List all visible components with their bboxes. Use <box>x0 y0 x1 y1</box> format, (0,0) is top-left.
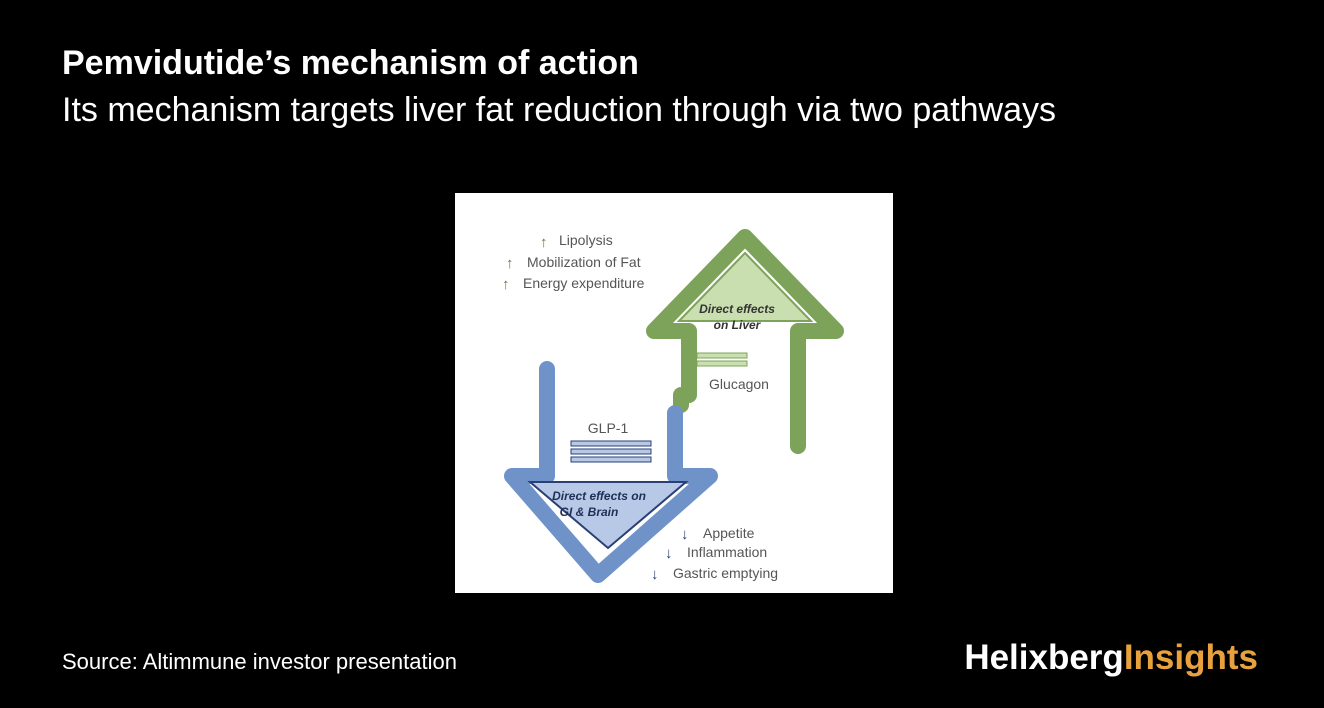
liver-box-line1: Direct effects <box>699 302 775 316</box>
gi-effect-down-icon-1: ↓ <box>681 526 689 543</box>
liver-effect-up-icon-1: ↑ <box>540 234 548 251</box>
brand-logo-part2: Insights <box>1123 638 1258 677</box>
liver-effect-2: Mobilization of Fat <box>527 254 641 270</box>
gi-down-arrow <box>504 361 718 583</box>
slide-title: Pemvidutide’s mechanism of action <box>62 44 639 82</box>
liver-effect-up-icon-3: ↑ <box>502 276 510 293</box>
gi-effect-2: Inflammation <box>687 544 767 560</box>
gi-effect-3: Gastric emptying <box>673 565 778 581</box>
liver-up-arrow <box>646 229 844 454</box>
mechanism-diagram: Direct effects on Liver Glucagon ↑ Lipol… <box>455 193 893 593</box>
gi-box-line1: Direct effects on <box>552 489 646 503</box>
glucagon-bar-1 <box>696 352 748 359</box>
liver-arrowhead-box <box>676 251 814 322</box>
glp1-bar-3 <box>570 456 652 463</box>
brand-logo-part1: Helixberg <box>964 638 1124 677</box>
glp1-bar-1 <box>570 440 652 447</box>
liver-effect-1: Lipolysis <box>559 232 613 248</box>
liver-effect-up-icon-2: ↑ <box>506 255 514 272</box>
gi-effect-down-icon-2: ↓ <box>665 545 673 562</box>
brand-logo: HelixbergInsights <box>964 636 1258 680</box>
liver-effect-3: Energy expenditure <box>523 275 645 291</box>
glucagon-bar-2 <box>696 360 748 367</box>
gi-arrowhead-box <box>527 481 689 550</box>
slide-subtitle: Its mechanism targets liver fat reductio… <box>62 91 1057 129</box>
gi-effect-1: Appetite <box>703 525 755 541</box>
liver-box-line2: on Liver <box>714 318 762 332</box>
gi-box-line2: GI & Brain <box>560 505 619 519</box>
gi-effect-down-icon-3: ↓ <box>651 566 659 583</box>
glucagon-label: Glucagon <box>709 376 769 392</box>
source-citation: Source: Altimmune investor presentation <box>62 649 457 674</box>
glp1-bar-2 <box>570 448 652 455</box>
mechanism-diagram-svg: Direct effects on Liver Glucagon ↑ Lipol… <box>502 229 844 583</box>
glp1-label: GLP-1 <box>588 420 629 436</box>
